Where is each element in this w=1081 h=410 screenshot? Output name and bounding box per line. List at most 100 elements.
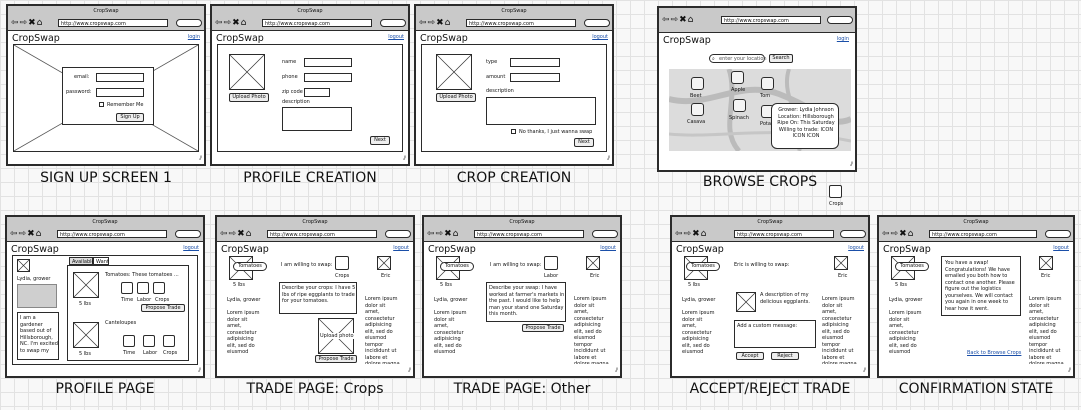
grower-name: Lydia, grower xyxy=(17,276,51,282)
propose-trade-button[interactable]: Propose Trade xyxy=(141,304,185,312)
custom-message-box[interactable]: Add a custom message: xyxy=(734,320,816,348)
browser-nav-icons[interactable]: ⇦⇨✖⌂ xyxy=(10,229,43,239)
name-field[interactable] xyxy=(304,58,352,67)
resize-grip-icon[interactable]: ⫽ xyxy=(1068,367,1071,374)
browser-nav-icons[interactable]: ⇦⇨✖⌂ xyxy=(662,15,695,25)
remember-checkbox[interactable] xyxy=(99,102,104,107)
propose-trade-button[interactable]: Propose Trade xyxy=(522,324,564,332)
email-label: email: xyxy=(74,74,90,80)
browser-search-pill[interactable] xyxy=(380,19,406,27)
logout-link[interactable]: logout xyxy=(393,245,409,251)
crop-pin[interactable] xyxy=(731,71,744,84)
description-field[interactable] xyxy=(282,107,352,131)
upload-photo-label[interactable]: Upload photo xyxy=(320,333,354,340)
logout-link[interactable]: logout xyxy=(592,34,608,40)
logout-link[interactable]: logout xyxy=(848,245,864,251)
resize-grip-icon[interactable]: ⫽ xyxy=(850,161,853,168)
resize-grip-icon[interactable]: ⫽ xyxy=(403,155,406,162)
url-field[interactable]: http://www.cropswap.com xyxy=(929,230,1037,238)
crops-icon[interactable] xyxy=(335,256,349,270)
next-button[interactable]: Next xyxy=(574,138,594,147)
login-link[interactable]: login xyxy=(836,36,849,42)
browser-search-pill[interactable] xyxy=(584,19,610,27)
next-button[interactable]: Next xyxy=(370,136,390,145)
crop-pin[interactable] xyxy=(733,99,746,112)
url-field[interactable]: http://www.cropswap.com xyxy=(466,19,576,27)
url-field[interactable]: http://www.cropswap.com xyxy=(58,19,168,27)
login-link[interactable]: login xyxy=(187,34,200,40)
browser-search-pill[interactable] xyxy=(840,230,866,238)
url-field[interactable]: http://www.cropswap.com xyxy=(57,230,167,238)
search-button[interactable]: Search xyxy=(769,54,793,63)
password-field[interactable] xyxy=(96,88,144,97)
upload-photo-button[interactable]: Upload Photo xyxy=(229,93,269,102)
browser-nav-icons[interactable]: ⇦⇨✖⌂ xyxy=(882,229,915,239)
crop-bubble: Tomatoes xyxy=(686,262,720,271)
reject-button[interactable]: Reject xyxy=(771,352,799,360)
accept-button[interactable]: Accept xyxy=(736,352,764,360)
other-lorem: Lorem ipsum dolor sit amet, consectetur … xyxy=(365,296,400,364)
url-field[interactable]: http://www.cropswap.com xyxy=(262,19,372,27)
url-field[interactable]: http://www.cropswap.com xyxy=(734,230,834,238)
other-avatar-image xyxy=(834,256,848,270)
description-label: description xyxy=(486,88,514,94)
logout-link[interactable]: logout xyxy=(600,245,616,251)
zip-field[interactable] xyxy=(304,88,330,97)
resize-grip-icon[interactable]: ⫽ xyxy=(199,155,202,162)
url-field[interactable]: http://www.cropswap.com xyxy=(721,16,821,24)
logout-link[interactable]: logout xyxy=(388,34,404,40)
browser-search-pill[interactable] xyxy=(827,16,853,24)
tab-want[interactable]: Want xyxy=(93,257,109,265)
phone-field[interactable] xyxy=(304,73,352,82)
crop-item-qty: 5 lbs xyxy=(79,351,91,357)
crop-item-qty: 5 lbs xyxy=(79,301,91,307)
trade-crops-window: CropSwap ⇦⇨✖⌂ http://www.cropswap.com Cr… xyxy=(215,215,415,378)
url-field[interactable]: http://www.cropswap.com xyxy=(267,230,377,238)
browser-nav-icons[interactable]: ⇦⇨✖⌂ xyxy=(215,18,248,28)
browser-nav-icons[interactable]: ⇦⇨✖⌂ xyxy=(675,229,708,239)
resize-grip-icon[interactable]: ⫽ xyxy=(198,367,201,374)
type-field[interactable] xyxy=(510,58,560,67)
browser-navbar: ⇦⇨✖⌂ http://www.cropswap.com xyxy=(879,228,1073,242)
caption-browse-crops: BROWSE CROPS xyxy=(702,174,818,190)
sign-up-button[interactable]: Sign Up xyxy=(116,113,144,122)
window-title: CropSwap xyxy=(672,217,868,228)
back-to-browse-link[interactable]: Back to Browse Crops xyxy=(967,350,1022,356)
logout-link[interactable]: logout xyxy=(1053,245,1069,251)
propose-trade-button[interactable]: Propose Trade xyxy=(315,355,357,363)
crop-pin[interactable] xyxy=(691,77,704,90)
browser-search-pill[interactable] xyxy=(175,230,201,238)
browser-navbar: ⇦⇨✖⌂ http://www.cropswap.com xyxy=(659,8,855,33)
browser-search-pill[interactable] xyxy=(176,19,202,27)
upload-photo-button[interactable]: Upload Photo xyxy=(436,93,476,102)
logout-link[interactable]: logout xyxy=(183,245,199,251)
describe-box[interactable]: Describe your crops: I have 5 lbs of rip… xyxy=(279,282,357,314)
labor-icon[interactable] xyxy=(544,256,558,270)
browser-search-pill[interactable] xyxy=(592,230,618,238)
description-field[interactable] xyxy=(486,97,596,125)
browser-nav-icons[interactable]: ⇦⇨✖⌂ xyxy=(220,229,253,239)
amount-field[interactable] xyxy=(510,73,560,82)
describe-box[interactable]: Describe your swap: I have worked at far… xyxy=(486,282,566,322)
app-name: CropSwap xyxy=(883,244,931,255)
app-name: CropSwap xyxy=(12,33,60,44)
browser-nav-icons[interactable]: ⇦⇨✖⌂ xyxy=(419,18,452,28)
resize-grip-icon[interactable]: ⫽ xyxy=(408,367,411,374)
other-lorem: Lorem ipsum dolor sit amet, consectetur … xyxy=(574,296,609,364)
browser-search-pill[interactable] xyxy=(385,230,411,238)
browser-nav-icons[interactable]: ⇦⇨✖⌂ xyxy=(427,229,460,239)
tab-available[interactable]: Available xyxy=(69,257,95,265)
confirmation-message: You have a swap! Congratulations! We hav… xyxy=(945,260,1015,312)
url-field[interactable]: http://www.cropswap.com xyxy=(474,230,584,238)
crop-pin[interactable] xyxy=(691,103,704,116)
browser-search-pill[interactable] xyxy=(1045,230,1071,238)
crop-item-name: Canteloupes xyxy=(105,320,137,326)
no-thanks-checkbox[interactable] xyxy=(511,129,516,134)
resize-grip-icon[interactable]: ⫽ xyxy=(607,155,610,162)
resize-grip-icon[interactable]: ⫽ xyxy=(863,367,866,374)
email-field[interactable] xyxy=(96,73,144,82)
resize-grip-icon[interactable]: ⫽ xyxy=(615,367,618,374)
location-search-field[interactable]: ⌕ enter your location xyxy=(709,54,767,63)
crop-pin[interactable] xyxy=(761,77,774,90)
browser-nav-icons[interactable]: ⇦⇨✖⌂ xyxy=(11,18,44,28)
